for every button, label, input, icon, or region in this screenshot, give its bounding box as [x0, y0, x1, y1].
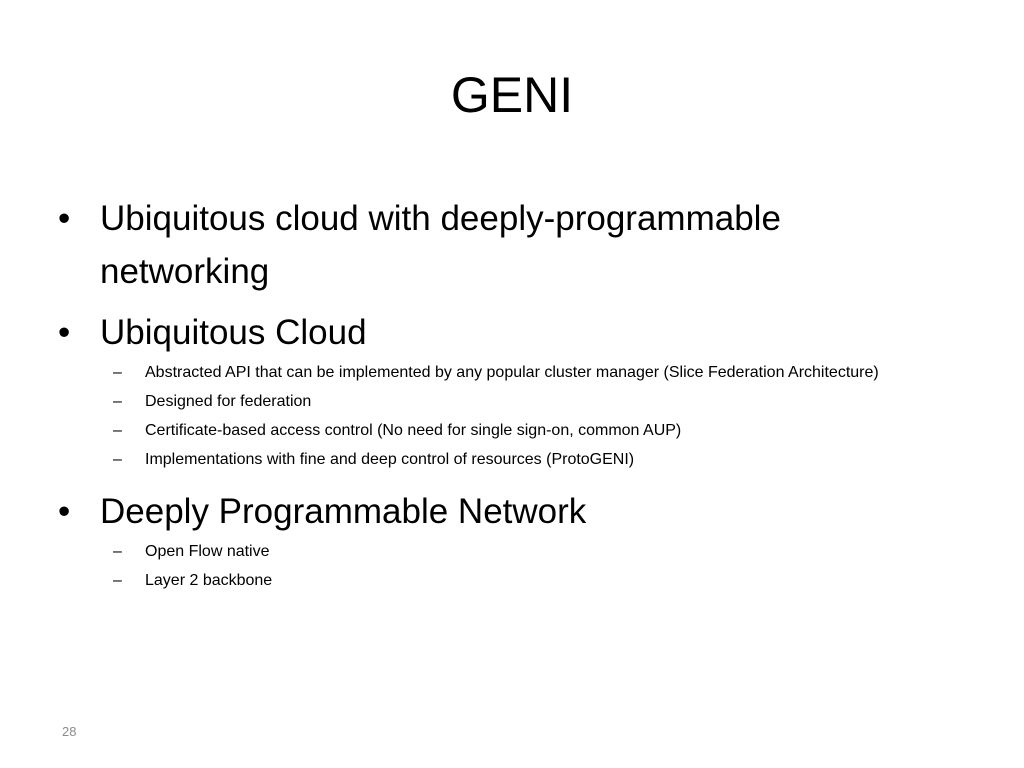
bullet-icon: • — [58, 492, 71, 531]
bullet-text: Ubiquitous Cloud — [100, 313, 367, 352]
sub-bullet-item: – Open Flow native — [58, 540, 925, 563]
bullet-icon: • — [58, 199, 71, 238]
dash-icon: – — [113, 422, 122, 439]
sub-bullet-item: – Certificate-based access control (No n… — [58, 419, 925, 442]
sub-bullet-list: – Open Flow native – Layer 2 backbone — [58, 540, 958, 592]
sub-bullet-item: – Designed for federation — [58, 390, 925, 413]
sub-bullet-list: – Abstracted API that can be implemented… — [58, 361, 958, 471]
bullet-icon: • — [58, 313, 71, 352]
sub-bullet-text: Open Flow native — [145, 543, 270, 560]
sub-bullet-item: – Abstracted API that can be implemented… — [58, 361, 925, 384]
bullet-item: • Ubiquitous Cloud — [58, 306, 958, 359]
dash-icon: – — [113, 364, 122, 381]
sub-bullet-text: Certificate-based access control (No nee… — [145, 422, 682, 439]
slide-title: GENI — [450, 67, 574, 123]
sub-bullet-text: Layer 2 backbone — [145, 572, 273, 589]
bullet-item: • Deeply Programmable Network — [58, 485, 958, 538]
bullet-item: • Ubiquitous cloud with deeply-programma… — [58, 192, 958, 298]
page-number: 28 — [62, 724, 77, 739]
sub-bullet-item: – Implementations with fine and deep con… — [58, 448, 925, 471]
bullet-text: Deeply Programmable Network — [100, 492, 587, 531]
dash-icon: – — [113, 393, 122, 410]
sub-bullet-text: Implementations with fine and deep contr… — [145, 451, 635, 468]
sub-bullet-item: – Layer 2 backbone — [58, 569, 925, 592]
bullet-text: Ubiquitous cloud with deeply-programmabl… — [100, 199, 781, 291]
sub-bullet-text: Abstracted API that can be implemented b… — [145, 364, 879, 381]
dash-icon: – — [113, 572, 122, 589]
sub-bullet-text: Designed for federation — [145, 393, 312, 410]
dash-icon: – — [113, 451, 122, 468]
dash-icon: – — [113, 543, 122, 560]
slide-content: • Ubiquitous cloud with deeply-programma… — [58, 192, 958, 606]
